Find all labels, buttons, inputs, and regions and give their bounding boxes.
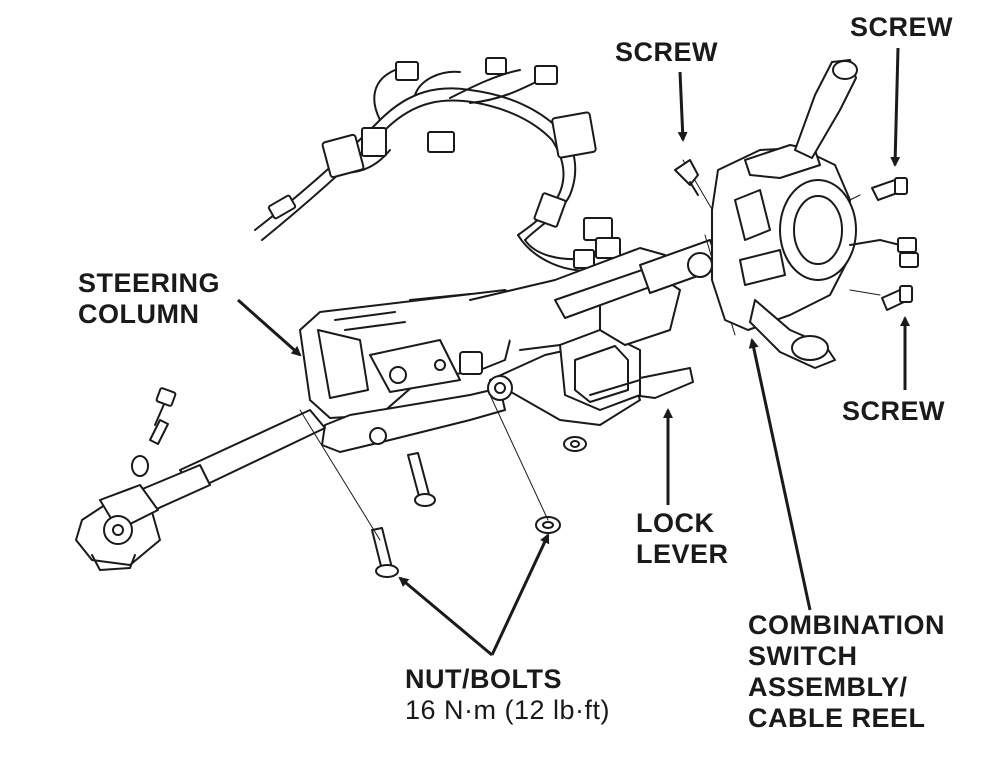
steering-shaft: [139, 239, 721, 513]
u-joint-bolt: [131, 387, 177, 477]
combination-switch-label-line2: SWITCH: [748, 641, 858, 671]
torque-spec: 16 N·m (12 lb·ft): [405, 695, 611, 725]
combination-switch-assembly: [711, 59, 919, 369]
lock-lever-part: [589, 367, 694, 399]
arrow-screw-top-left: [677, 71, 688, 142]
universal-joint: [75, 484, 161, 571]
screws: [674, 159, 913, 311]
wiring-harness: [254, 69, 601, 272]
arrow-nut-bolts-left: [398, 576, 493, 657]
arrow-steering-column: [237, 298, 302, 357]
lower-bolts: [369, 427, 587, 578]
combination-switch-label-line4: CABLE REEL: [748, 703, 926, 733]
screw-label-top-left: SCREW: [615, 37, 718, 67]
combination-switch-label: COMBINATION SWITCH ASSEMBLY/ CABLE REEL: [748, 610, 945, 734]
lock-lever-label-line2: LEVER: [636, 539, 729, 569]
screw-label-top-right: SCREW: [850, 12, 953, 42]
arrow-nut-bolts-right: [490, 533, 550, 656]
arrow-combination-switch: [748, 338, 812, 611]
screw-label-right: SCREW: [842, 396, 945, 426]
lock-lever-label: LOCK LEVER: [636, 508, 729, 570]
lock-lever-label-line1: LOCK: [636, 508, 715, 538]
steering-column-label-line1: STEERING: [78, 268, 221, 298]
combination-switch-label-line1: COMBINATION: [748, 610, 945, 640]
nut-bolts-label: NUT/BOLTS 16 N·m (12 lb·ft): [405, 664, 610, 726]
steering-column-label: STEERING COLUMN: [78, 268, 220, 330]
combination-switch-label-line3: ASSEMBLY/: [748, 672, 908, 702]
callout-arrows: [237, 47, 910, 657]
arrow-screw-top-right: [890, 47, 901, 167]
steering-column-label-line2: COLUMN: [78, 299, 200, 329]
harness-connectors: [267, 57, 621, 269]
nut-bolts-label-line1: NUT/BOLTS: [405, 664, 562, 694]
